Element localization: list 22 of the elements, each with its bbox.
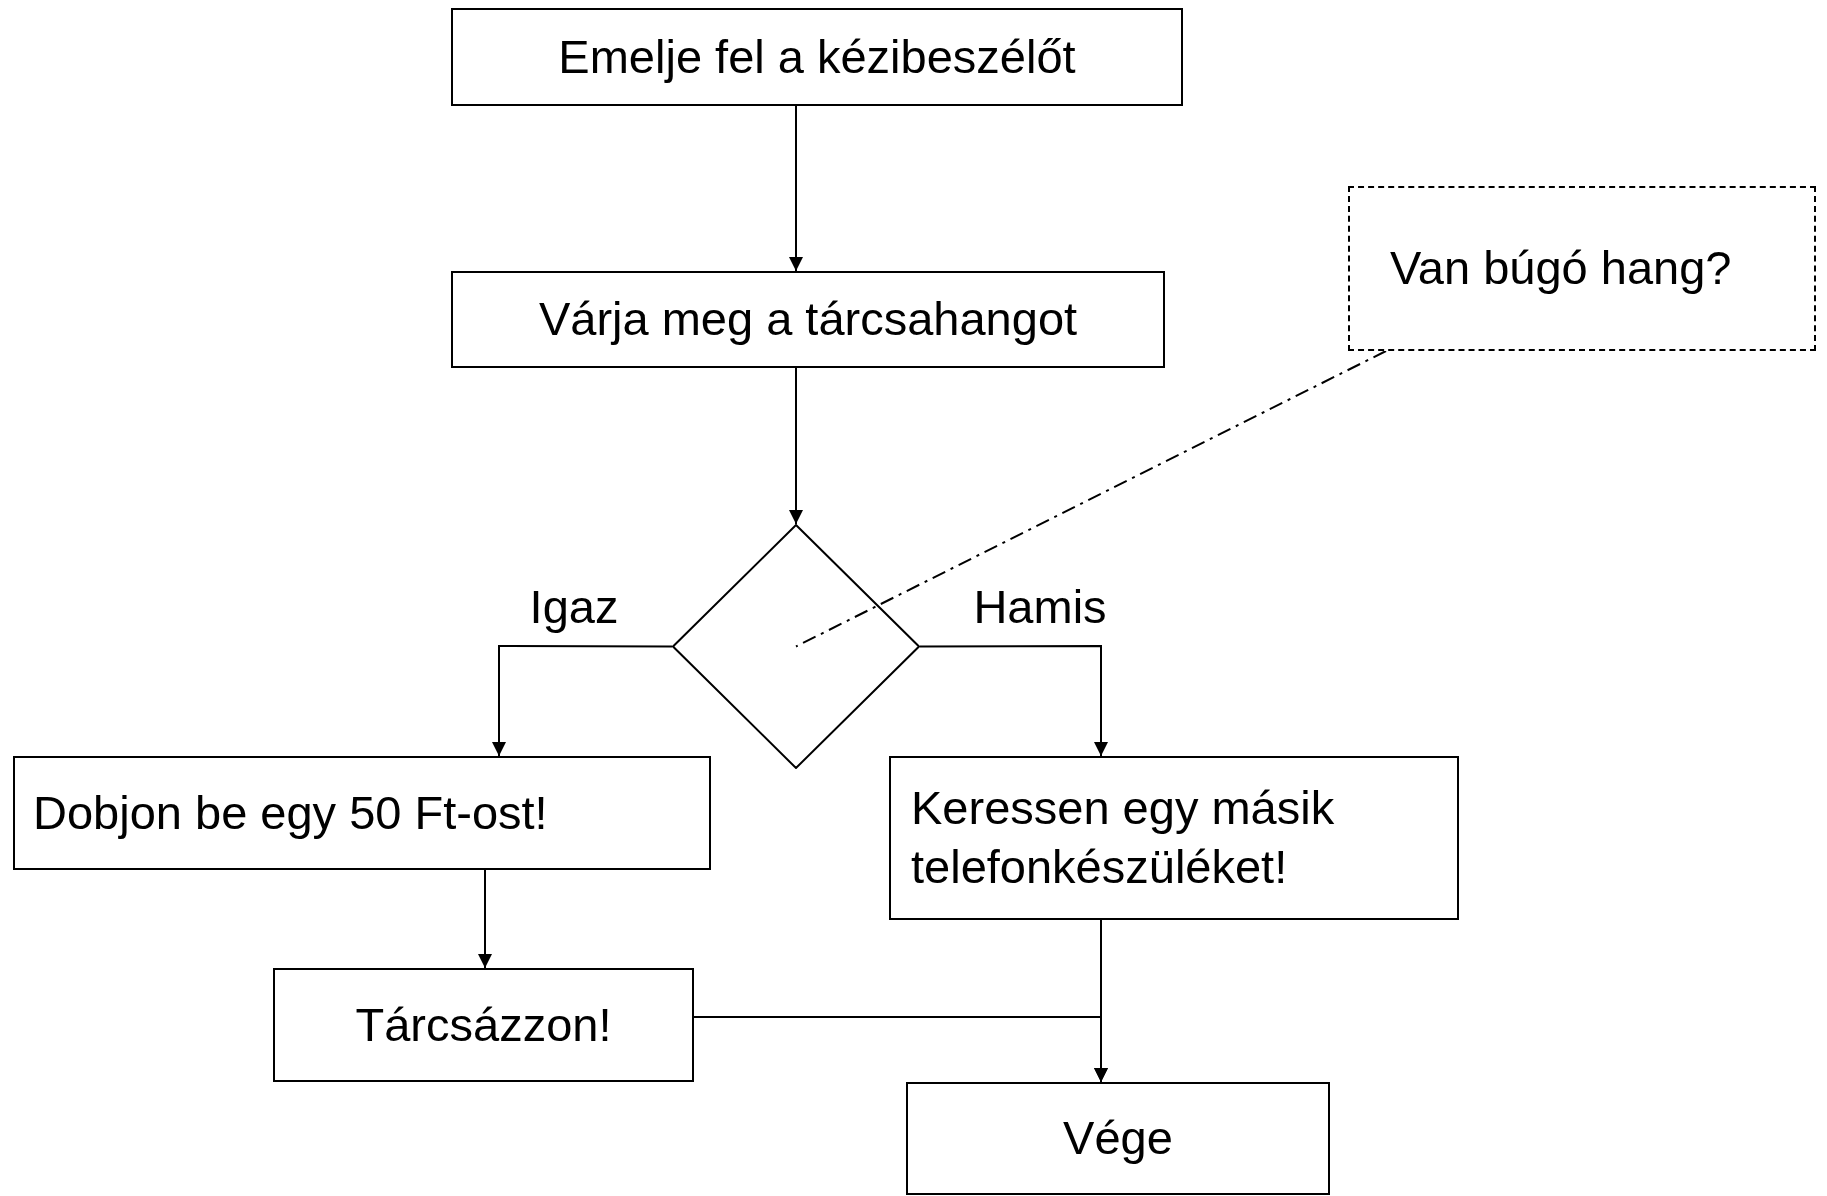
step-text: Keressen egy másik telefonkészüléket! (911, 780, 1336, 895)
process-box (889, 756, 1459, 920)
step-text: Dobjon be egy 50 Ft-ost! (33, 784, 548, 841)
process-box (451, 271, 1165, 368)
arrow (789, 105, 803, 272)
decision-diamond (672, 524, 920, 769)
arrow (492, 645, 673, 757)
arrow (919, 645, 1108, 757)
process-box (451, 8, 1183, 106)
note-box (1348, 186, 1816, 351)
note-text: Van búgó hang? (1390, 240, 1732, 297)
leader-line (795, 350, 1387, 648)
process-box (273, 968, 694, 1082)
step-text: Emelje fel a kézibeszélőt (558, 28, 1076, 85)
arrow (693, 1016, 1108, 1083)
step-text: Vége (1063, 1110, 1173, 1167)
step-text: Várja meg a tárcsahangot (538, 291, 1078, 348)
step-text: Tárcsázzon! (355, 996, 612, 1053)
process-box (906, 1082, 1330, 1195)
process-box (13, 756, 711, 870)
arrow (478, 869, 492, 969)
arrow (789, 367, 803, 525)
